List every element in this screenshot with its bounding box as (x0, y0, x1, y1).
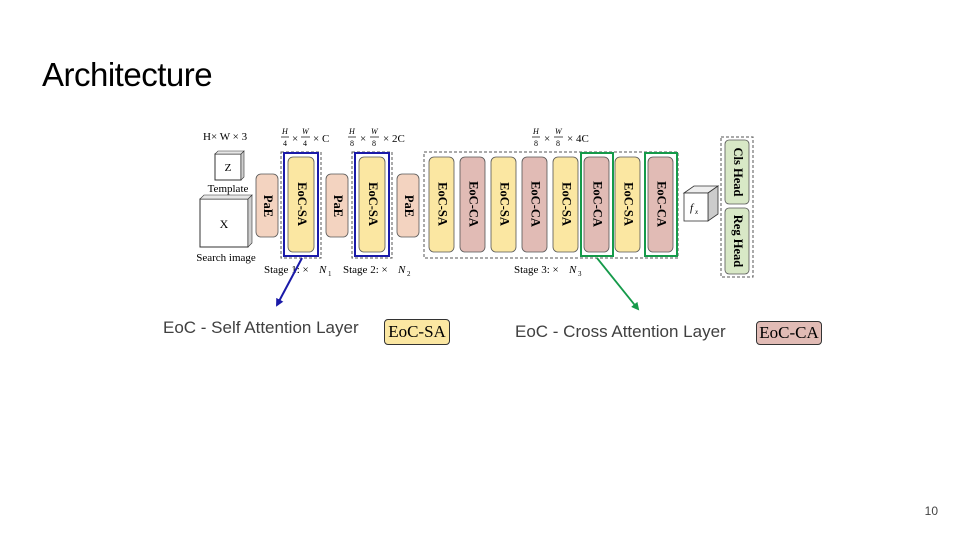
patch-embed-block: PaE (325, 173, 349, 238)
svg-text:8: 8 (372, 139, 376, 148)
svg-text:H: H (348, 127, 356, 136)
svg-text:EoC-CA: EoC-CA (529, 181, 543, 227)
cross-attention-highlight (644, 152, 678, 257)
cross-attention-legend-text: EoC - Cross Attention Layer (515, 322, 726, 341)
svg-text:EoC-SA: EoC-SA (560, 182, 574, 226)
search-image-label: Search image (196, 252, 256, 264)
eoc-ca-block: EoC-CA (459, 156, 486, 253)
cross-attention-highlight (580, 152, 614, 257)
cross-attention-arrow (596, 257, 640, 311)
svg-text:8: 8 (350, 139, 354, 148)
svg-text:EoC-CA: EoC-CA (655, 181, 669, 227)
svg-text:EoC-SA: EoC-SA (295, 182, 309, 226)
svg-text:Reg Head: Reg Head (731, 215, 745, 267)
cls-head-block: Cls Head (724, 139, 750, 205)
eoc-sa-block: EoC-SA (490, 156, 517, 253)
svg-text:W: W (302, 127, 310, 136)
stage-3-label: Stage 3: × N 3 (514, 264, 582, 278)
slide-title: Architecture (42, 56, 213, 93)
patch-embed-block: PaE (255, 173, 279, 238)
eoc-sa-block: EoC-SA (358, 156, 386, 253)
eoc-ca-block: EoC-CA (521, 156, 548, 253)
svg-text:EoC-SA: EoC-SA (498, 182, 512, 226)
stage-2-label: Stage 2: × N 2 (343, 264, 411, 278)
svg-text:x: x (694, 208, 699, 216)
svg-text:Stage 3: ×: Stage 3: × (514, 264, 559, 276)
svg-text:3: 3 (578, 270, 582, 278)
svg-text:8: 8 (556, 139, 560, 148)
svg-text:Cls Head: Cls Head (731, 148, 745, 197)
eoc-sa-block: EoC-SA (552, 156, 579, 253)
svg-text:PaE: PaE (402, 195, 416, 217)
svg-text:EoC-SA: EoC-SA (436, 182, 450, 226)
svg-text:N: N (397, 264, 406, 276)
svg-text:4: 4 (303, 139, 307, 148)
stage-1-dims: H 4 × W 4 × C (281, 127, 329, 148)
svg-text:EoC-SA: EoC-SA (366, 182, 380, 226)
fusion-cube: f x (682, 185, 720, 222)
cross-attention-legend-box: EoC-CA (756, 321, 822, 345)
stage-2-highlight (354, 152, 390, 257)
svg-text:EoC-SA: EoC-SA (622, 182, 636, 226)
svg-text:Stage 1: ×: Stage 1: × (264, 264, 309, 276)
svg-text:H: H (281, 127, 289, 136)
page-number: 10 (924, 504, 938, 518)
svg-text:Stage 2: ×: Stage 2: × (343, 264, 388, 276)
eoc-ca-block: EoC-CA (647, 156, 674, 253)
heads-container (720, 136, 754, 278)
self-attention-legend-box: EoC-SA (384, 319, 450, 345)
svg-text:EoC-CA: EoC-CA (591, 181, 605, 227)
template-letter: Z (225, 162, 232, 174)
svg-text:× C: × C (313, 133, 329, 145)
svg-text:1: 1 (328, 270, 332, 278)
eoc-sa-block: EoC-SA (428, 156, 455, 253)
svg-text:2: 2 (407, 270, 411, 278)
svg-text:H: H (532, 127, 540, 136)
stage-3-dims: H 8 × W 8 × 4C (532, 127, 589, 148)
svg-text:×: × (360, 133, 366, 145)
template-label: Template (208, 183, 249, 195)
patch-embed-block: PaE (396, 173, 420, 238)
svg-text:×: × (544, 133, 550, 145)
svg-text:f: f (690, 202, 695, 214)
template-input: Z (214, 150, 245, 181)
svg-text:8: 8 (534, 139, 538, 148)
svg-text:×: × (292, 133, 298, 145)
svg-text:4: 4 (283, 139, 287, 148)
eoc-sa-block: EoC-SA (614, 156, 641, 253)
reg-head-block: Reg Head (724, 207, 750, 275)
search-image-input: X (199, 194, 253, 248)
svg-text:N: N (568, 264, 577, 276)
svg-text:× 4C: × 4C (567, 133, 589, 145)
self-attention-arrow (276, 257, 303, 307)
svg-text:× 2C: × 2C (383, 133, 405, 145)
input-dims-label: H× W × 3 (203, 131, 248, 143)
svg-text:EoC-CA: EoC-CA (467, 181, 481, 227)
self-attention-legend-text: EoC - Self Attention Layer (163, 318, 359, 337)
svg-text:N: N (318, 264, 327, 276)
search-letter: X (220, 217, 229, 231)
svg-text:W: W (555, 127, 563, 136)
svg-text:W: W (371, 127, 379, 136)
svg-text:PaE: PaE (331, 195, 345, 217)
stage-1-highlight (283, 152, 319, 257)
stage-2-dims: H 8 × W 8 × 2C (348, 127, 405, 148)
eoc-sa-block: EoC-SA (287, 156, 315, 253)
svg-text:PaE: PaE (261, 195, 275, 217)
eoc-ca-block: EoC-CA (583, 156, 610, 253)
